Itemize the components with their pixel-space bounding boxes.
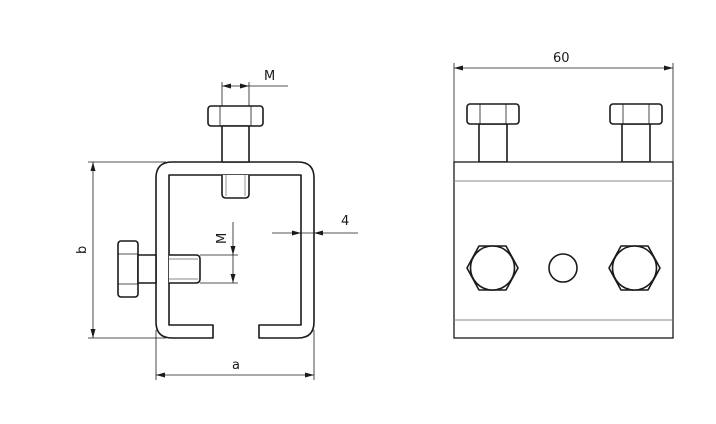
- side-bolt-head: [117, 240, 139, 298]
- dim-arrow: [230, 274, 236, 283]
- hex-bolt-right-washer: [611, 245, 658, 291]
- dim-arrow: [230, 246, 236, 255]
- dim-arrow: [664, 65, 673, 71]
- dim-arrow: [240, 83, 249, 89]
- top-bolt-head: [207, 105, 264, 127]
- dim-height-label: b: [75, 246, 90, 254]
- channel-profile: [155, 161, 315, 339]
- dim-arrow: [314, 230, 323, 236]
- center-hole: [548, 253, 578, 283]
- dim-wall-label: 4: [341, 214, 349, 229]
- top-bolt-tip: [221, 175, 250, 199]
- hex-bolt-left-washer: [469, 245, 516, 291]
- dim-arrow: [292, 230, 301, 236]
- dim-arrow: [222, 83, 231, 89]
- dim-width-label: a: [232, 358, 240, 373]
- dim-arrow: [156, 372, 165, 378]
- side-view: 60: [453, 51, 674, 339]
- dim-arrow: [305, 372, 314, 378]
- side-view-bolt-head-left: [466, 103, 520, 125]
- side-bolt-tip: [169, 254, 201, 284]
- top-bolt-shank: [221, 125, 250, 163]
- dim-arrow: [454, 65, 463, 71]
- dim-arrow: [90, 162, 96, 171]
- dim-length-label: 60: [553, 51, 570, 66]
- dim-thread-top-label: M: [264, 69, 275, 84]
- dim-thread-side-label: M: [215, 233, 230, 244]
- side-view-bolt-shank-left: [478, 123, 508, 163]
- section-view: M M 4 b a: [75, 69, 358, 380]
- side-view-bolt-head-right: [609, 103, 663, 125]
- dim-arrow: [90, 329, 96, 338]
- side-view-bolt-shank-right: [621, 123, 651, 163]
- side-bolt-shank: [137, 254, 157, 284]
